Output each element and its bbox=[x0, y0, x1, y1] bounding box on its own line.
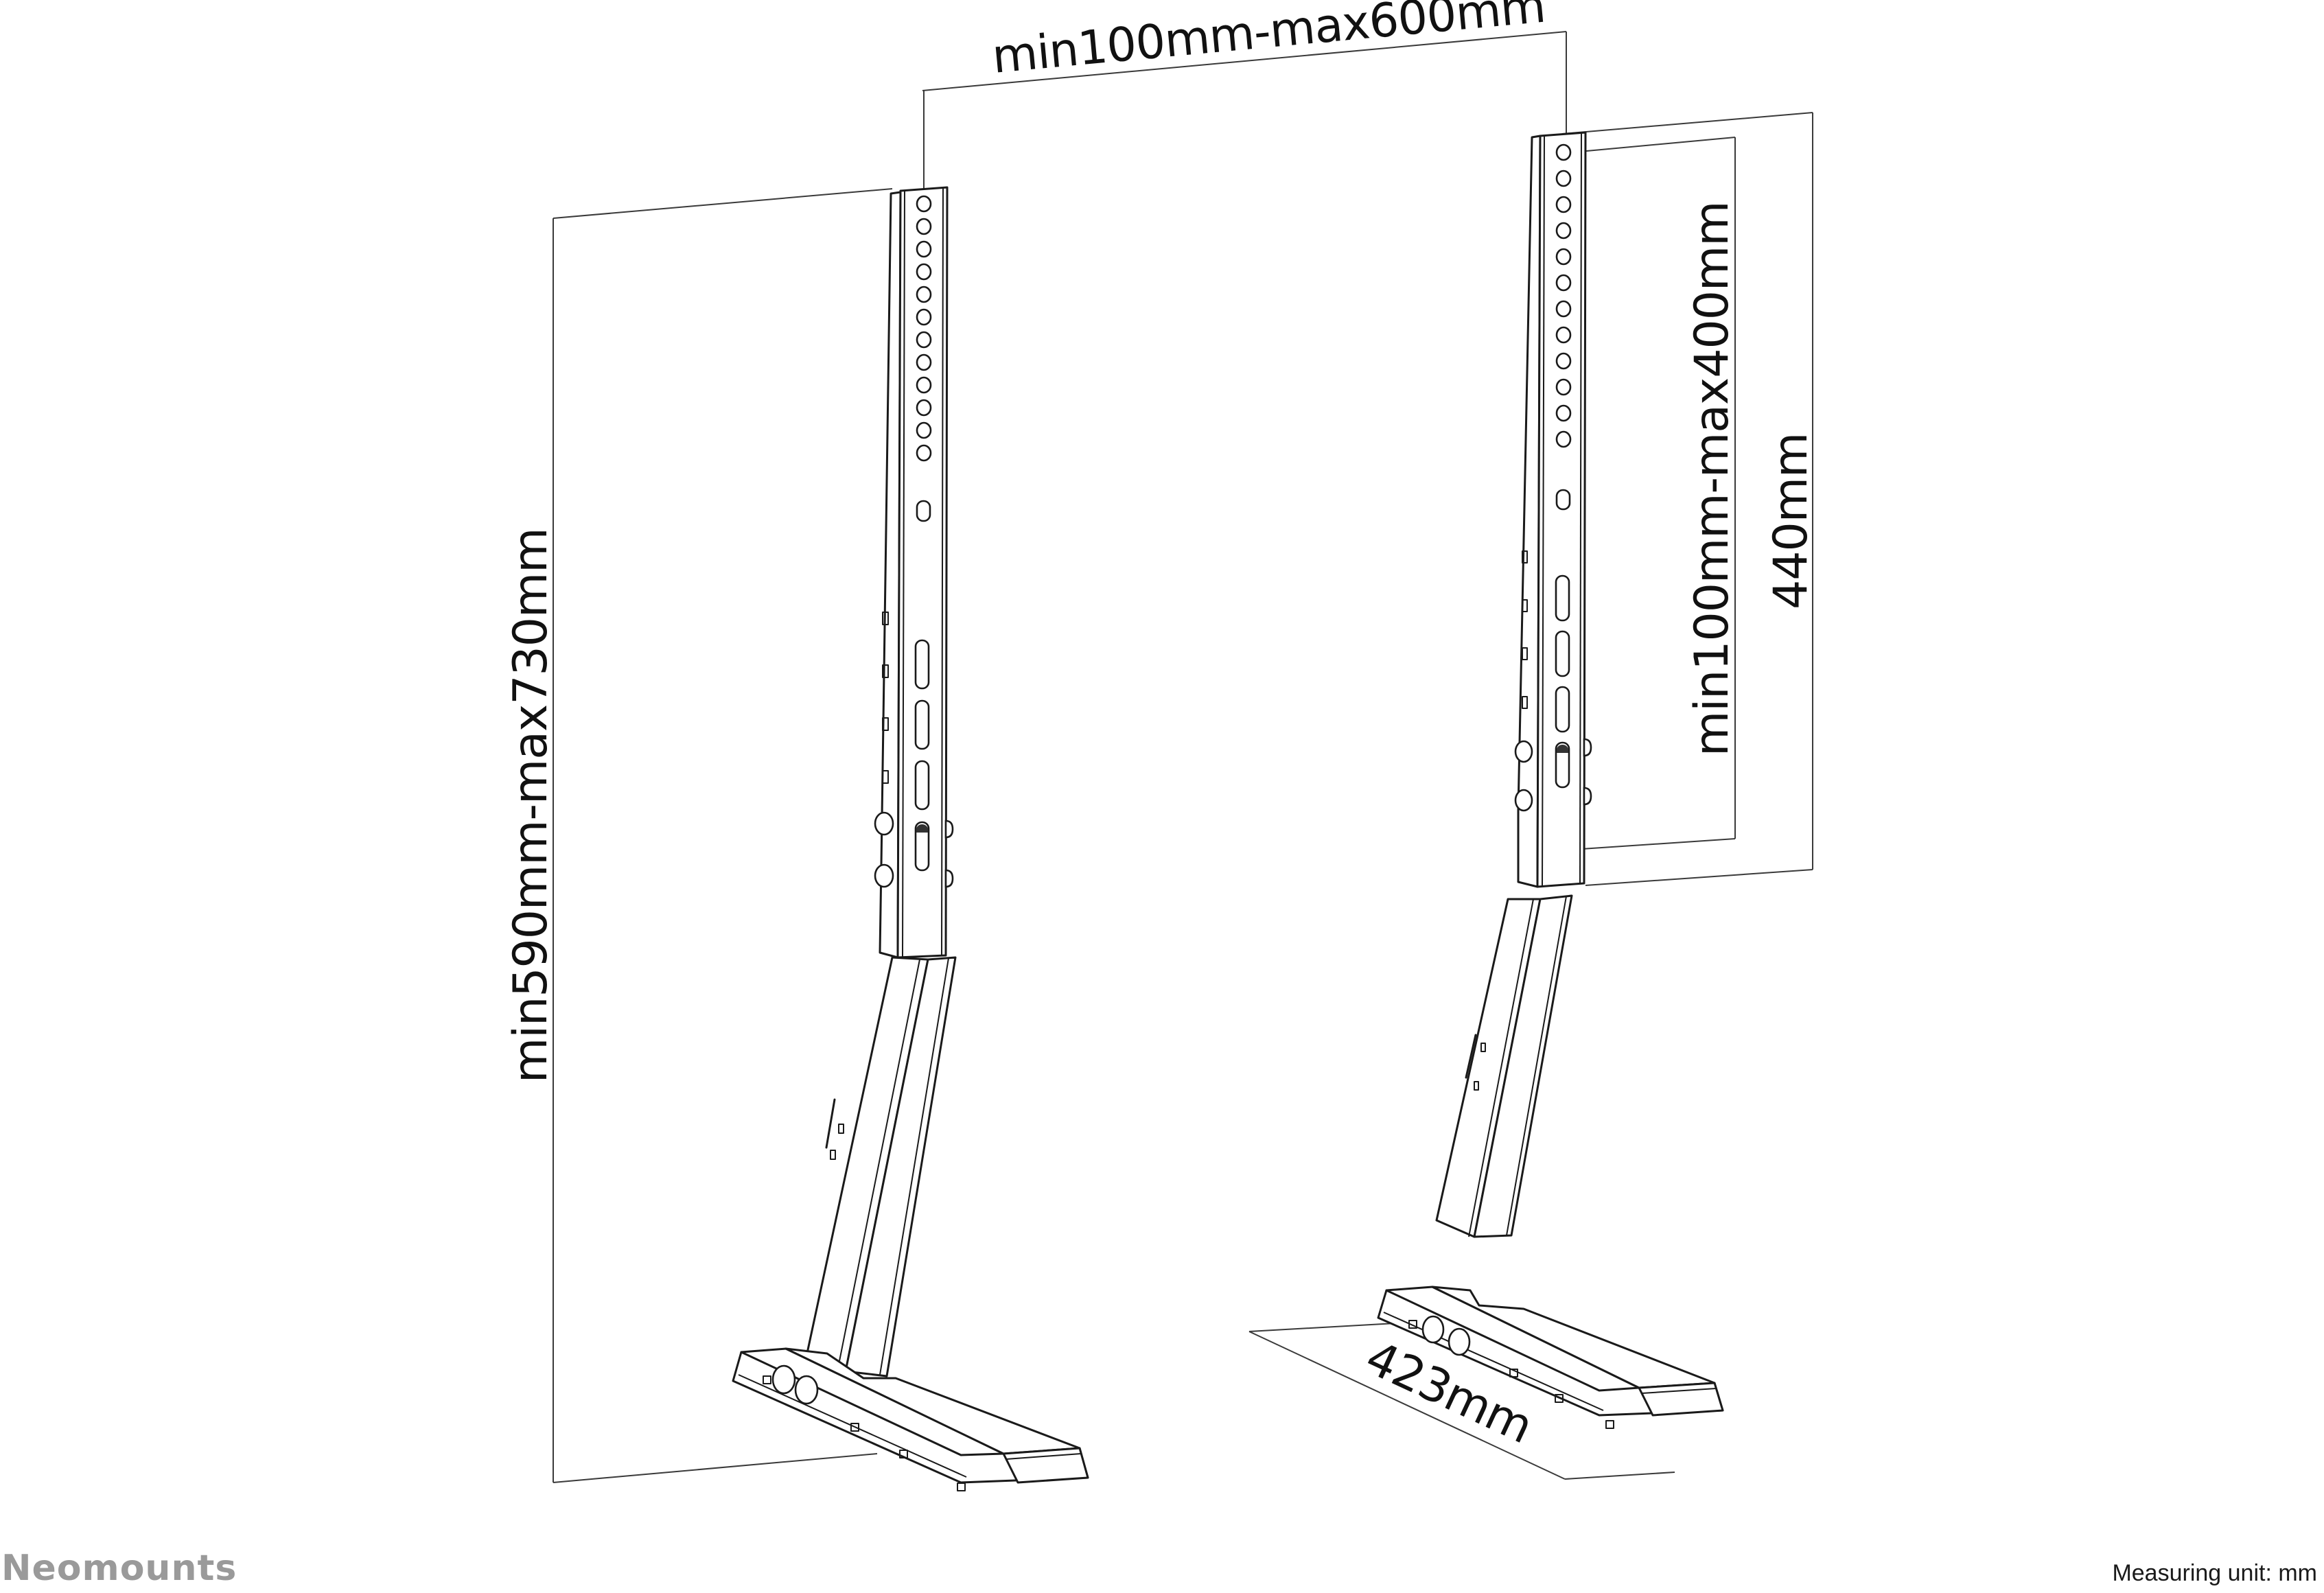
height-range-label: min590mm-max730mm bbox=[504, 528, 558, 1083]
vesa-range-label: min100mm-max400mm bbox=[1685, 202, 1739, 756]
measuring-unit-note: Measuring unit: mm bbox=[2112, 1560, 2317, 1586]
dimension-lines bbox=[553, 31, 1813, 1483]
width-range-label: min100mm-max600mm bbox=[990, 0, 1547, 84]
left-upright-holes bbox=[916, 195, 932, 462]
right-stand bbox=[1377, 131, 1724, 1429]
brand-logo: Neomounts bbox=[1, 1548, 237, 1589]
left-stand bbox=[732, 186, 1089, 1491]
dimension-labels: min100mm-max600mm min590mm-max730mm min1… bbox=[504, 0, 1818, 1454]
bracket-height-label: 440mm bbox=[1764, 433, 1818, 609]
right-upright-holes bbox=[1555, 143, 1572, 448]
